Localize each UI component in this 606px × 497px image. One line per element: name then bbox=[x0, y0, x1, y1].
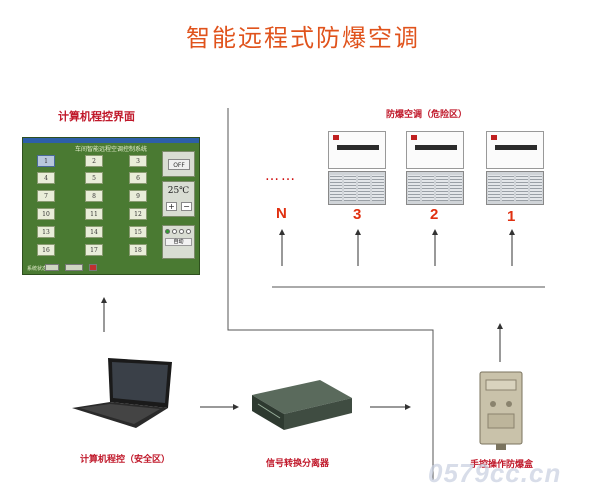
temp-down-button[interactable]: − bbox=[181, 202, 192, 211]
ac-zone-label: 防爆空调（危险区） bbox=[386, 110, 468, 120]
temperature-box: 25℃ + − bbox=[162, 181, 195, 217]
unit-button[interactable]: 3 bbox=[129, 155, 147, 167]
watermark: 0579cc.cn bbox=[428, 458, 562, 488]
unit-button[interactable]: 18 bbox=[129, 244, 147, 256]
unit-button[interactable]: 6 bbox=[129, 172, 147, 184]
diagram-title: 智能远程式防爆空调 bbox=[186, 24, 420, 52]
power-box: OFF bbox=[162, 151, 195, 177]
unit-button[interactable]: 9 bbox=[129, 190, 147, 202]
panel-footer-label: 系统状态 bbox=[27, 266, 48, 272]
control-strip bbox=[495, 145, 537, 150]
footer-alarm-icon bbox=[89, 264, 97, 271]
unit-button[interactable]: 11 bbox=[85, 208, 103, 220]
unit-button[interactable]: 15 bbox=[129, 226, 147, 238]
ellipsis: …… bbox=[265, 168, 297, 184]
manual-box-label: 手控操作防爆盒 bbox=[470, 460, 534, 470]
explosion-proof-box-icon bbox=[479, 371, 523, 450]
unit-button[interactable]: 5 bbox=[85, 172, 103, 184]
brand-logo-icon bbox=[491, 135, 497, 140]
unit-button[interactable]: 10 bbox=[37, 208, 55, 220]
temp-up-button[interactable]: + bbox=[166, 202, 177, 211]
ac-unit-2 bbox=[406, 131, 464, 205]
brand-logo-icon bbox=[333, 135, 339, 140]
status-led-icon bbox=[179, 229, 184, 234]
unit-button-grid: 1 2 3 4 5 6 7 8 9 10 11 12 13 14 15 16 1… bbox=[31, 155, 159, 261]
air-grille bbox=[328, 171, 386, 205]
unit-button[interactable]: 16 bbox=[37, 244, 55, 256]
temperature-readout: 25℃ bbox=[167, 186, 190, 196]
control-panel-screen: 车间智能远程空调控制系统 1 2 3 4 5 6 7 8 9 10 11 12 … bbox=[22, 137, 200, 275]
unit-button[interactable]: 7 bbox=[37, 190, 55, 202]
status-led-icon bbox=[172, 229, 177, 234]
status-led-icon bbox=[186, 229, 191, 234]
ac-unit-1 bbox=[486, 131, 544, 205]
air-grille bbox=[406, 171, 464, 205]
unit-button[interactable]: 14 bbox=[85, 226, 103, 238]
control-strip bbox=[415, 145, 457, 150]
unit-button[interactable]: 1 bbox=[37, 155, 55, 167]
status-led-icon bbox=[165, 229, 170, 234]
panel-header: 车间智能远程空调控制系统 bbox=[74, 146, 147, 153]
computer-label: 计算机程控（安全区） bbox=[80, 455, 171, 465]
mode-button[interactable]: 自动 bbox=[165, 238, 192, 246]
signal-converter-label: 信号转换分离器 bbox=[266, 459, 330, 469]
footer-indicator bbox=[45, 264, 59, 271]
unit-number-n: N bbox=[276, 205, 287, 222]
unit-button[interactable]: 13 bbox=[37, 226, 55, 238]
panel-label: 计算机程控界面 bbox=[58, 110, 135, 123]
footer-indicator bbox=[65, 264, 83, 271]
unit-number-1: 1 bbox=[507, 208, 516, 225]
unit-button[interactable]: 17 bbox=[85, 244, 103, 256]
air-grille bbox=[486, 171, 544, 205]
unit-button[interactable]: 8 bbox=[85, 190, 103, 202]
unit-number-3: 3 bbox=[353, 206, 362, 223]
zone-boundary-line bbox=[227, 108, 434, 480]
ac-unit-3 bbox=[328, 131, 386, 205]
mode-box: 自动 bbox=[162, 225, 195, 259]
unit-button[interactable]: 12 bbox=[129, 208, 147, 220]
control-strip bbox=[337, 145, 379, 150]
unit-button[interactable]: 4 bbox=[37, 172, 55, 184]
panel-title-bar bbox=[23, 138, 199, 143]
unit-button[interactable]: 2 bbox=[85, 155, 103, 167]
off-button[interactable]: OFF bbox=[168, 159, 190, 170]
brand-logo-icon bbox=[411, 135, 417, 140]
laptop-icon bbox=[72, 358, 172, 428]
signal-converter-icon bbox=[252, 380, 352, 430]
unit-number-2: 2 bbox=[430, 206, 439, 223]
